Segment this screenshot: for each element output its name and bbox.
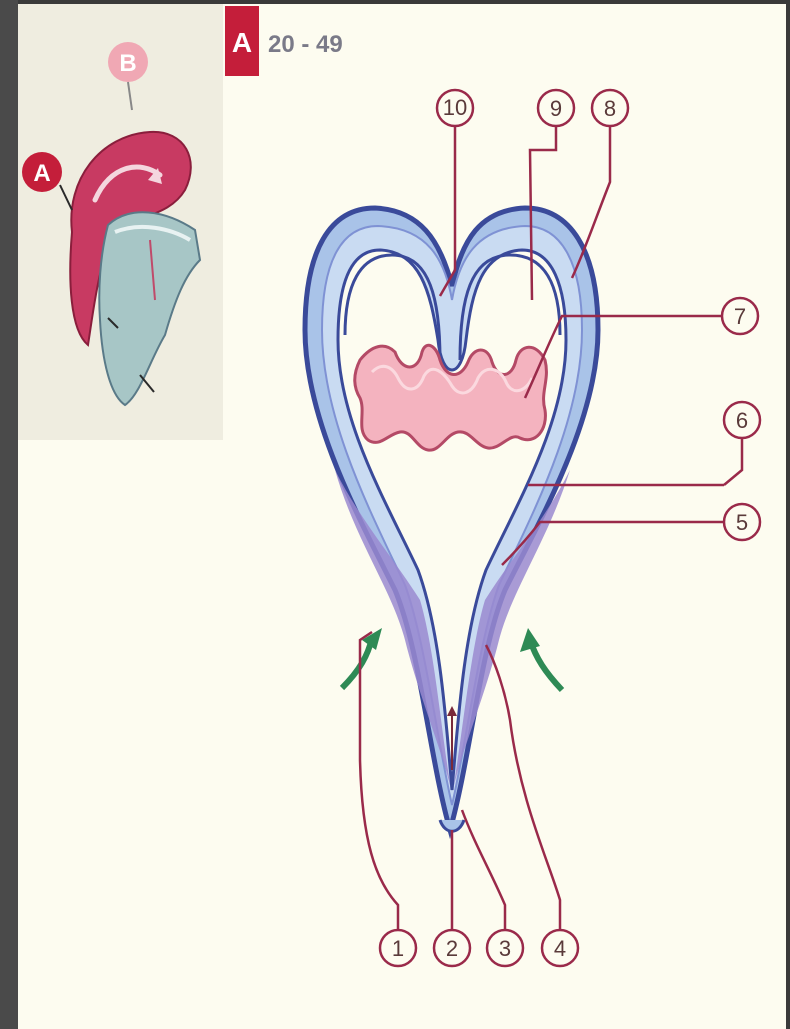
callout-label-9: 9 <box>550 96 562 121</box>
inset-panel: A B <box>18 4 223 440</box>
callout-label-2: 2 <box>446 936 458 961</box>
callout-label-8: 8 <box>604 96 616 121</box>
callout-label-6: 6 <box>736 408 748 433</box>
callout-label-3: 3 <box>499 936 511 961</box>
panel-letter: A <box>232 27 252 58</box>
frame-left-strip <box>0 0 18 1029</box>
inset-badge-a-label: A <box>33 160 50 187</box>
callout-label-4: 4 <box>554 936 566 961</box>
callout-label-5: 5 <box>736 510 748 535</box>
callout-label-10: 10 <box>443 95 467 120</box>
inset-badge-b-label: B <box>119 50 136 77</box>
callout-label-1: 1 <box>392 936 404 961</box>
callout-label-7: 7 <box>734 304 746 329</box>
figure-number: 20 - 49 <box>268 31 343 58</box>
